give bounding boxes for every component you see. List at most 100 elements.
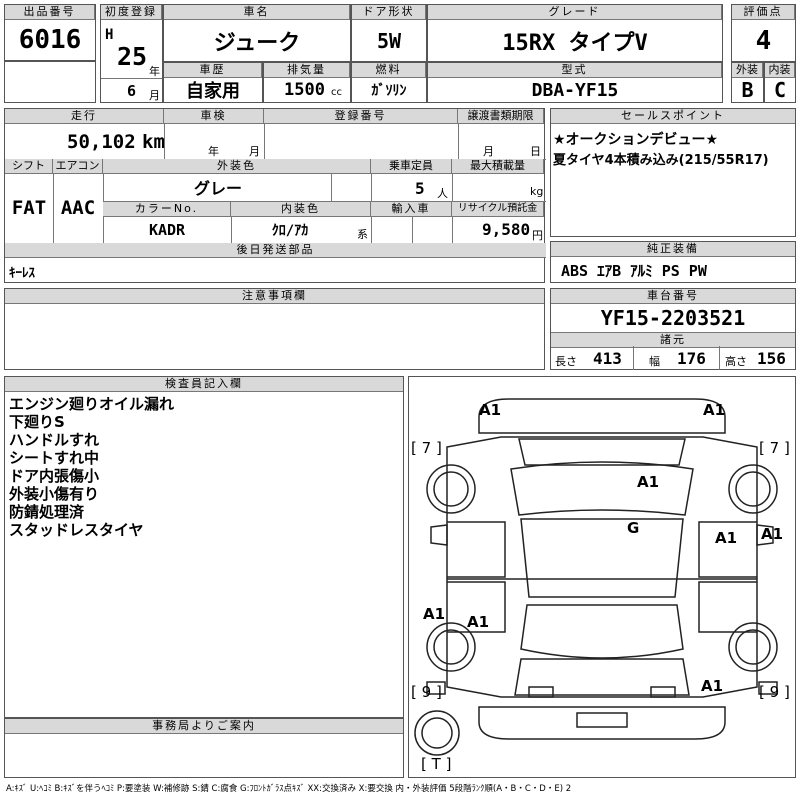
length: 413	[593, 349, 622, 368]
fuel: ｶﾞｿﾘﾝ	[371, 83, 407, 99]
inspection-month-unit: 月	[249, 145, 260, 158]
width-label: 幅	[649, 355, 660, 368]
grade-cell: グレード 15RX タイプV	[427, 4, 723, 62]
color-number: KADR	[148, 220, 186, 239]
damage-mark: A1	[761, 525, 784, 543]
interior-color-label: 内装色	[231, 202, 371, 217]
color-no-label: カラーNo.	[103, 202, 231, 217]
note-line: 外装小傷有り	[9, 485, 100, 503]
interior-label: 内装	[765, 63, 795, 78]
capacity: 5	[415, 179, 425, 198]
mileage-unit: km	[142, 131, 165, 153]
first-registration-label: 初度登録	[101, 5, 162, 20]
shift: FAT	[11, 197, 47, 219]
interior-grade-cell: 内装 C	[764, 62, 796, 103]
exterior-label: 外装	[732, 63, 763, 78]
bracket-label-right-rear: [ 9 ]	[759, 683, 790, 701]
max-load-unit: kg	[530, 185, 544, 198]
recycle-fee: 9,580	[482, 220, 531, 239]
first-registration-cell: 初度登録 H 25 年 6 月	[100, 4, 163, 103]
chassis-number: YF15-2203521	[600, 306, 746, 330]
fuel-label: 燃料	[352, 63, 426, 78]
bracket-label-spare: [ T ]	[421, 755, 452, 773]
damage-mark: A1	[479, 401, 502, 419]
year: 25	[117, 42, 148, 71]
chassis-label: 車台番号	[551, 289, 795, 304]
sales-points-label: セールスポイント	[551, 109, 795, 124]
import-label: 輸入車	[371, 202, 452, 217]
equipment-cell: 純正装備 ABS ｴｱB ｱﾙﾐ PS PW	[550, 241, 796, 283]
sales-point-line-2: 夏タイヤ4本積み込み(215/55R17)	[553, 153, 769, 168]
vehicle-detail-block: 走行 車検 登録番号 譲渡書類期限 50,102 km 年 月 月 日 シフト …	[4, 108, 546, 283]
mileage: 50,102	[67, 131, 136, 153]
transfer-month-unit: 月	[483, 145, 494, 158]
door-label: ドア形状	[352, 5, 426, 20]
model: DBA-YF15	[531, 79, 619, 101]
model-label: 型式	[428, 63, 722, 78]
interior-color-suffix: 系	[357, 228, 368, 241]
month-unit: 月	[149, 89, 160, 102]
transfer-deadline-label: 譲渡書類期限	[458, 109, 544, 124]
exterior-grade: B	[741, 78, 754, 102]
lot-number-cell: 出品番号 6016	[4, 4, 96, 61]
exterior-grade-cell: 外装 B	[731, 62, 764, 103]
note-line: ハンドルすれ	[9, 431, 100, 449]
era: H	[105, 27, 114, 43]
max-load-label: 最大積載量	[452, 159, 544, 174]
legend: A:ｷｽﾞ U:ﾍｺﾐ B:ｷｽﾞを伴うﾍｺﾐ P:要塗装 W:補修跡 S:錆 …	[6, 784, 572, 794]
note-line: ドア内張傷小	[9, 467, 100, 485]
bracket-label-right-front: [ 7 ]	[759, 439, 790, 457]
door-cell: ドア形状 5W	[351, 4, 427, 62]
damage-mark: A1	[715, 529, 738, 547]
later-parts-label: 後日発送部品	[5, 243, 546, 258]
history-cell: 車歴 自家用	[163, 62, 263, 103]
later-parts: ｷｰﾚｽ	[9, 266, 35, 281]
transfer-day-unit: 日	[530, 145, 541, 158]
mileage-label: 走行	[5, 109, 164, 124]
score-cell: 評価点 4	[731, 4, 796, 62]
car-name-label: 車名	[164, 5, 350, 20]
equipment: ABS ｴｱB ｱﾙﾐ PS PW	[561, 262, 707, 280]
score: 4	[755, 25, 772, 56]
door-type: 5W	[376, 28, 402, 53]
note-line: エンジン廻りオイル漏れ	[9, 395, 175, 413]
note-line: シートすれ中	[9, 449, 100, 467]
exterior-color-label: 外装色	[103, 159, 371, 174]
equipment-label: 純正装備	[551, 242, 795, 257]
capacity-unit: 人	[437, 187, 448, 200]
ac-label: エアコン	[53, 159, 103, 174]
history: 自家用	[186, 81, 240, 102]
recycle-label: リサイクル預託金	[452, 202, 544, 217]
month: 6	[127, 82, 137, 100]
displacement: 1500	[284, 80, 325, 100]
note-line: スタッドレスタイヤ	[9, 521, 144, 539]
car-name-cell: 車名 ジューク	[163, 4, 351, 62]
sales-points-cell: セールスポイント ★オークションデビュー★ 夏タイヤ4本積み込み(215/55R…	[550, 108, 796, 237]
length-label: 長さ	[555, 355, 577, 368]
car-diagram: A1 A1 A1 G A1 A1 A1 A1 A1 [ 7 ] [ 7 ] [ …	[408, 376, 796, 778]
interior-grade: C	[773, 78, 787, 102]
damage-mark: A1	[423, 605, 446, 623]
history-label: 車歴	[164, 63, 262, 78]
lot-number-label: 出品番号	[5, 5, 95, 20]
width: 176	[677, 349, 706, 368]
damage-mark: A1	[703, 401, 726, 419]
lot-number: 6016	[18, 25, 82, 55]
sales-point-line-1: ★オークションデビュー★	[553, 132, 719, 148]
grade: 15RX タイプV	[502, 30, 648, 56]
score-label: 評価点	[732, 5, 795, 20]
office-notice-label: 事務局よりご案内	[5, 719, 403, 734]
inspector-notes-label: 検査員記入欄	[5, 377, 403, 392]
car-name: ジューク	[213, 30, 301, 56]
bracket-label-left-rear: [ 9 ]	[411, 683, 442, 701]
shift-label: シフト	[5, 159, 53, 174]
lot-number-empty	[4, 61, 96, 103]
damage-mark: A1	[637, 473, 660, 491]
model-cell: 型式 DBA-YF15	[427, 62, 723, 103]
fuel-cell: 燃料 ｶﾞｿﾘﾝ	[351, 62, 427, 103]
grade-label: グレード	[428, 5, 722, 20]
office-notice-cell: 事務局よりご案内	[4, 718, 404, 778]
displacement-unit: cc	[331, 87, 342, 98]
bracket-label-left-front: [ 7 ]	[411, 439, 442, 457]
caution-label: 注意事項欄	[5, 289, 544, 304]
